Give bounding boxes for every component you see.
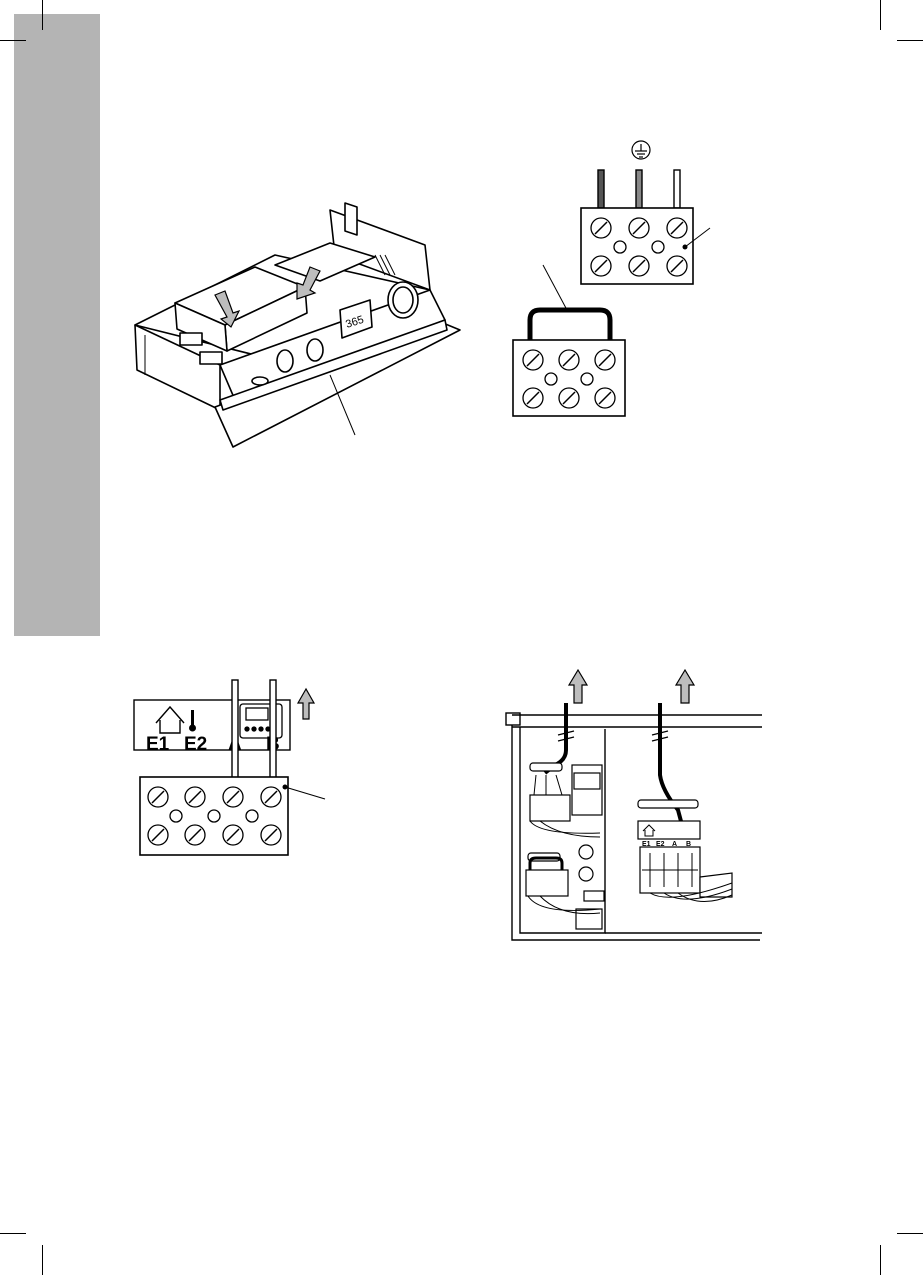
section-sidebar-tab bbox=[14, 14, 100, 636]
cable-routing-figure: E1 E2 A B bbox=[500, 665, 765, 945]
mini-label-a: A bbox=[672, 841, 677, 848]
mains-terminal-block bbox=[581, 208, 693, 284]
bridge-terminal-block bbox=[513, 340, 625, 416]
cable-exit-arrow-icon bbox=[676, 670, 694, 703]
e1-e2-a-b-terminal-block bbox=[140, 777, 288, 855]
cable-up-arrow-icon bbox=[298, 689, 314, 719]
boiler-control-box-figure: 365 bbox=[125, 195, 465, 460]
cable-exit-arrow-icon bbox=[569, 670, 587, 703]
control-terminal-figure: E1 E2 A B bbox=[130, 675, 330, 865]
terminal-label-e2: E2 bbox=[184, 734, 207, 755]
mains-terminal-figure bbox=[505, 140, 735, 420]
mini-label-e1: E1 bbox=[642, 841, 651, 848]
mini-label-e2: E2 bbox=[656, 841, 665, 848]
earth-symbol-icon bbox=[632, 141, 650, 159]
terminal-label-e1: E1 bbox=[146, 734, 170, 755]
mini-label-b: B bbox=[686, 841, 691, 848]
